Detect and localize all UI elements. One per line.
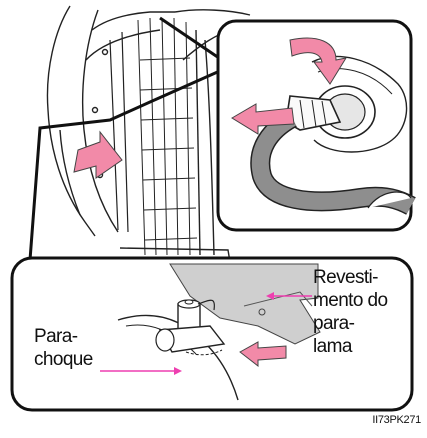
connector-inset (216, 19, 416, 232)
label-line: mento do (313, 290, 388, 311)
figure-code: II73PK271 (372, 414, 421, 426)
wheel-arch-scene (46, 5, 251, 263)
pull-connector-arrow (231, 103, 295, 135)
label-line: choque (34, 349, 93, 370)
clip-callout (10, 256, 414, 412)
label-line: Para- (34, 326, 78, 347)
label-revestimento-do-paralama: Revesti- mento do para- lama (313, 266, 388, 358)
rotate-arrow (289, 37, 348, 85)
label-line: lama (313, 336, 352, 357)
pull-liner-arrow (73, 130, 123, 179)
leader-lines (100, 292, 312, 375)
callout-lines (28, 16, 223, 261)
label-line: para- (313, 313, 355, 334)
label-line: Revesti- (313, 267, 378, 288)
tire-tread (137, 17, 198, 256)
fender-outline (46, 5, 96, 237)
label-parachoque: Para- choque (34, 325, 93, 371)
push-clip-arrow (239, 341, 287, 368)
